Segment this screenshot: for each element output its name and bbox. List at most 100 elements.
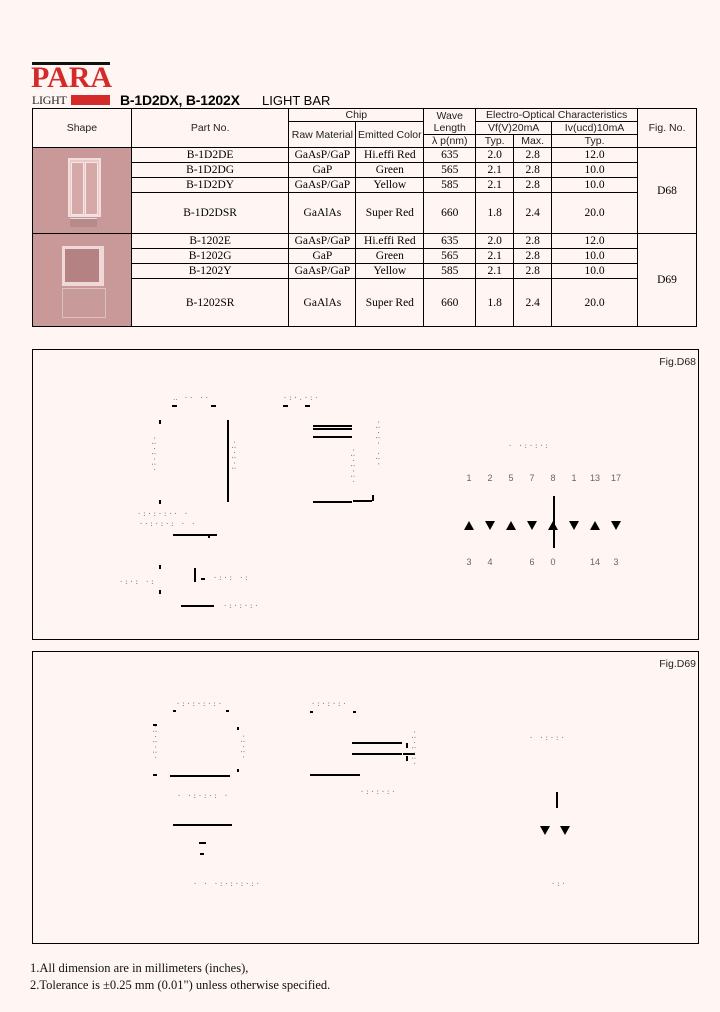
table-row: B-1202SR GaAlAs Super Red 660 1.8 2.4 20… xyxy=(33,278,697,327)
fig-no: D69 xyxy=(637,233,697,327)
header-part-no: Part No. xyxy=(130,108,290,148)
document-subtitle: LIGHT BAR xyxy=(262,93,331,108)
raw-material: GaAsP/GaP xyxy=(288,233,357,249)
header-fig-no: Fig. No. xyxy=(637,108,697,148)
header-shape: Shape xyxy=(32,108,132,148)
brand-logo-para: PARA xyxy=(31,61,113,94)
wave-length: 660 xyxy=(423,192,477,234)
wave-length: 635 xyxy=(423,233,477,249)
wave-length: 660 xyxy=(423,278,477,327)
header-wave-length: Wave Length xyxy=(423,108,477,135)
spec-table: Shape Part No. Chip Wave Length Electro-… xyxy=(32,108,697,327)
header-iv: Iv(ucd)10mA xyxy=(551,121,639,135)
led-up-icon xyxy=(506,521,516,530)
iv-typ: 10.0 xyxy=(551,263,639,279)
wave-length: 565 xyxy=(423,248,477,264)
vf-max: 2.8 xyxy=(513,162,553,178)
raw-material: GaAsP/GaP xyxy=(288,147,357,163)
wave-length: 635 xyxy=(423,147,477,163)
vf-typ: 2.0 xyxy=(475,147,515,163)
table-row: B-1D2DE GaAsP/GaP Hi.effi Red 635 2.0 2.… xyxy=(32,147,697,234)
raw-material: GaAlAs xyxy=(288,192,357,234)
figure-d69: Fig.D69 ·:·:·:·:· ·:·:·:· ·:·:· · ·:·:·:… xyxy=(32,651,699,944)
header-wave-unit: λ p(nm) xyxy=(423,134,477,148)
vf-typ: 2.1 xyxy=(475,263,515,279)
wave-length: 565 xyxy=(423,162,477,178)
header-chip: Chip xyxy=(288,108,425,122)
part-no: B-1D2DG xyxy=(130,162,290,178)
note-1: 1.All dimension are in millimeters (inch… xyxy=(30,961,249,975)
table-row: B-1D2DSR GaAlAs Super Red 660 1.8 2.4 20… xyxy=(33,192,697,234)
logo-top-bar xyxy=(32,62,110,65)
shape-image-b1202x xyxy=(32,233,132,327)
led-up-icon xyxy=(464,521,474,530)
iv-typ: 20.0 xyxy=(551,278,639,327)
vf-max: 2.8 xyxy=(513,147,553,163)
led-down-icon xyxy=(485,521,495,530)
emitted-color: Hi.effi Red xyxy=(355,233,425,249)
header-iv-typ: Typ. xyxy=(551,134,639,148)
emitted-color: Yellow xyxy=(355,177,425,193)
part-no: B-1D2DSR xyxy=(130,192,290,234)
note-2: 2.Tolerance is ±0.25 mm (0.01") unless o… xyxy=(30,978,331,992)
led-down-icon xyxy=(540,826,550,835)
header-emitted-color: Emitted Color xyxy=(355,121,425,148)
vf-max: 2.8 xyxy=(513,263,553,279)
emitted-color: Hi.effi Red xyxy=(355,147,425,163)
led-square-icon xyxy=(62,246,104,286)
vf-typ: 2.1 xyxy=(475,177,515,193)
header-vf: Vf(V)20mA xyxy=(475,121,553,135)
emitted-color: Green xyxy=(355,162,425,178)
part-no: B-1D2DE xyxy=(130,147,290,163)
table-row: B-1202E GaAsP/GaP Hi.effi Red 635 2.0 2.… xyxy=(32,233,697,327)
shape-image-b1d2dx xyxy=(32,147,132,234)
led-down-icon xyxy=(560,826,570,835)
iv-typ: 10.0 xyxy=(551,162,639,178)
header-row-2: Raw Material Emitted Color Vf(V)20mA Iv(… xyxy=(33,121,697,148)
header-eo: Electro-Optical Characteristics xyxy=(475,108,639,122)
figure-label: Fig.D68 xyxy=(659,356,696,368)
vf-max: 2.4 xyxy=(513,192,553,234)
brand-logo-light: LIGHT xyxy=(32,93,67,107)
vf-max: 2.8 xyxy=(513,248,553,264)
fig-no: D68 xyxy=(637,147,697,234)
vf-typ: 2.1 xyxy=(475,162,515,178)
table-row: B-1D2DY GaAsP/GaP Yellow 585 2.1 2.8 10.… xyxy=(33,177,697,193)
iv-typ: 12.0 xyxy=(551,233,639,249)
raw-material: GaAsP/GaP xyxy=(288,263,357,279)
vf-max: 2.8 xyxy=(513,233,553,249)
iv-typ: 12.0 xyxy=(551,147,639,163)
led-down-icon xyxy=(611,521,621,530)
front-view-edge xyxy=(227,420,229,502)
emitted-color: Yellow xyxy=(355,263,425,279)
led-bar-dual-icon xyxy=(68,158,101,217)
logo-red-bar xyxy=(71,95,110,105)
led-down-icon xyxy=(569,521,579,530)
part-no: B-1202SR xyxy=(130,278,290,327)
vf-typ: 1.8 xyxy=(475,278,515,327)
header-raw-material: Raw Material xyxy=(288,121,357,148)
wave-length: 585 xyxy=(423,177,477,193)
table-row: B-1202G GaP Green 565 2.1 2.8 10.0 xyxy=(33,248,697,264)
part-no: B-1202G xyxy=(130,248,290,264)
notes: 1.All dimension are in millimeters (inch… xyxy=(30,960,330,994)
emitted-color: Super Red xyxy=(355,278,425,327)
vf-typ: 2.1 xyxy=(475,248,515,264)
iv-typ: 10.0 xyxy=(551,177,639,193)
iv-typ: 20.0 xyxy=(551,192,639,234)
header-row-3: λ p(nm) Typ. Max. Typ. xyxy=(33,134,697,148)
led-up-icon xyxy=(590,521,600,530)
table-row: B-1D2DG GaP Green 565 2.1 2.8 10.0 xyxy=(33,162,697,178)
part-no: B-1202E xyxy=(130,233,290,249)
vf-typ: 2.0 xyxy=(475,233,515,249)
vf-max: 2.8 xyxy=(513,177,553,193)
vf-typ: 1.8 xyxy=(475,192,515,234)
part-no: B-1202Y xyxy=(130,263,290,279)
document-title: B-1D2DX, B-1202X xyxy=(120,92,240,108)
raw-material: GaP xyxy=(288,248,357,264)
iv-typ: 10.0 xyxy=(551,248,639,264)
figure-label: Fig.D69 xyxy=(659,658,696,670)
table-row: B-1202Y GaAsP/GaP Yellow 585 2.1 2.8 10.… xyxy=(33,263,697,279)
raw-material: GaAsP/GaP xyxy=(288,177,357,193)
figure-d68: Fig.D68 ‥ ·· ·· ·:·:·:· ·:·:·: ·:·:·:·· … xyxy=(32,349,699,640)
